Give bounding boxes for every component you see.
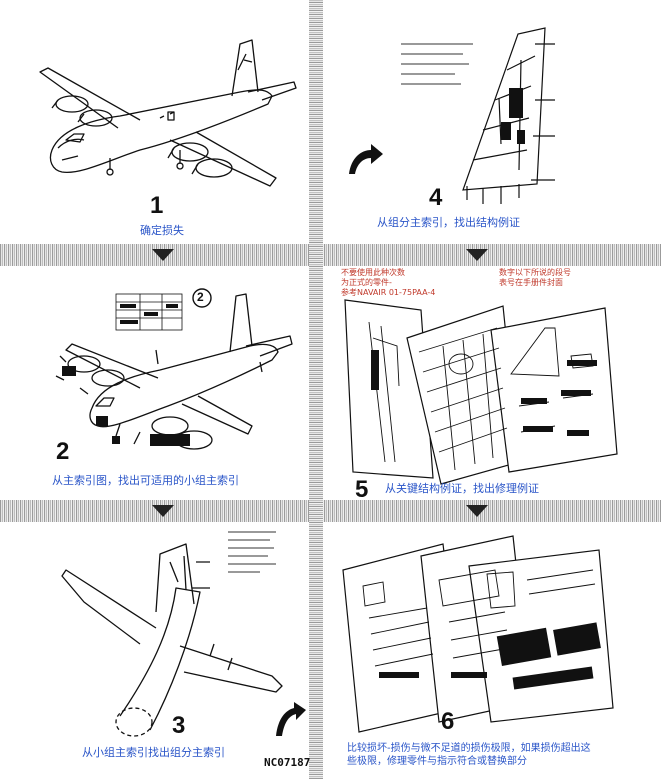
aircraft-index-illustration — [55, 288, 293, 450]
separator-band-bottom — [0, 500, 661, 522]
step-2-callout-number: 2 — [197, 290, 204, 304]
step-4-number: 4 — [429, 184, 443, 211]
repair-sheets — [342, 535, 614, 733]
tail-structure-illustration — [401, 27, 555, 204]
step-1-panel: 1 确定损失 — [0, 0, 309, 244]
curved-arrow-icon — [276, 702, 306, 736]
down-arrow-icon — [152, 249, 174, 261]
step-4-caption: 从组分主索引，找出结构例证 — [377, 216, 520, 229]
step-1-caption: 确定损失 — [140, 224, 184, 237]
step-6-caption: 比较损坏-损伤与微不足道的损伤极限，如果损伤超出这些极限，修理零件与指示符合或替… — [347, 743, 591, 767]
down-arrow-icon — [466, 505, 488, 517]
step-5-panel: 不要使用此种次数 为正式的零件- 参考NAVAIR 01-75PAA-4 数字以… — [323, 266, 661, 503]
step-6-panel: 6 比较损坏-损伤与微不足道的损伤极限，如果损伤超出这些极限，修理零件与指示符合… — [323, 522, 661, 779]
step-5-note-right: 数字以下所说的段号 表号在手册件封面 — [499, 268, 571, 287]
illustration-sheets — [344, 299, 618, 485]
down-arrow-icon — [466, 249, 488, 261]
separator-vertical — [309, 0, 323, 779]
step-3-panel: 3 从小组主索引找出组分主索引 NC07187 — [0, 522, 311, 779]
step-4-panel: 4 从组分主索引，找出结构例证 — [323, 0, 661, 244]
step-3-number: 3 — [172, 712, 186, 739]
step-5-note-left: 不要使用此种次数 为正式的零件- 参考NAVAIR 01-75PAA-4 — [341, 268, 436, 297]
step-2-number: 2 — [56, 438, 70, 465]
down-arrow-icon — [152, 505, 174, 517]
step-2-caption: 从主索引图，找出可适用的小组主索引 — [52, 474, 239, 487]
step-5-caption: 从关键结构例证，找出修理例证 — [385, 482, 539, 495]
step-3-caption: 从小组主索引找出组分主索引 — [82, 746, 225, 759]
step-2-panel: 2 2 从主索引图，找出可适用的小组主索引 — [0, 266, 309, 500]
wing-tail-illustration — [61, 531, 283, 737]
step-1-number: 1 — [150, 192, 164, 219]
document-code: NC07187 — [264, 756, 311, 769]
step-6-number: 6 — [441, 708, 455, 735]
curved-arrow-icon — [349, 144, 383, 174]
step-5-number: 5 — [355, 476, 369, 503]
separator-band-top — [0, 244, 661, 266]
aircraft-illustration — [39, 39, 297, 187]
